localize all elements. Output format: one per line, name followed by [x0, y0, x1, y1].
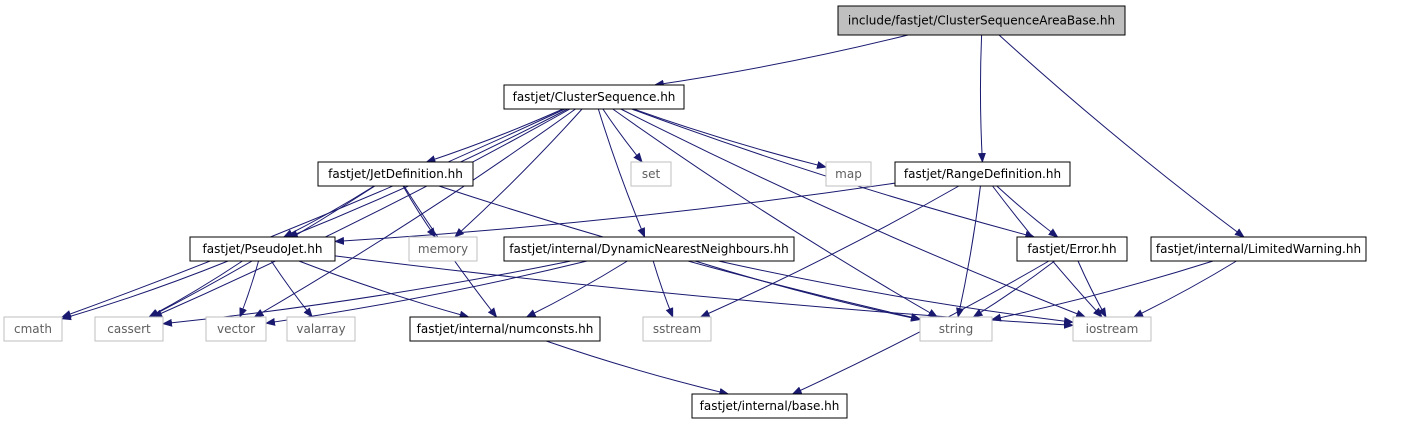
node-pj-box: [189, 236, 336, 262]
edge-pj-to-iostream: [334, 255, 1074, 329]
node-jetdef[interactable]: fastjet/JetDefinition.hh: [317, 161, 474, 187]
node-valarray: valarray: [286, 316, 356, 342]
node-string-box: [919, 316, 993, 342]
edge-lw-to-string: [991, 260, 1214, 322]
node-base-label: fastjet/internal/base.hh: [700, 399, 840, 413]
node-sstream-label: sstream: [653, 322, 701, 336]
node-iostream-label: iostream: [1086, 322, 1139, 336]
edge-pj-to-numc: [298, 260, 470, 319]
node-map-box: [825, 161, 872, 187]
edge-pj-to-cassert: [148, 260, 243, 318]
edge-dnn-to-vector: [265, 260, 588, 326]
edge-dnn-to-iostream: [718, 260, 1074, 326]
edge-root-to-cs: [653, 34, 909, 88]
edge-cs-to-dnn: [597, 108, 646, 238]
edge-rangedef-to-pj: [334, 182, 896, 245]
node-cassert: cassert: [94, 316, 164, 342]
node-iostream-box: [1072, 316, 1152, 342]
node-iostream: iostream: [1072, 316, 1152, 342]
node-map: map: [825, 161, 872, 187]
nodes: include/fastjet/ClusterSequenceAreaBase.…: [3, 5, 1367, 419]
node-rangedef-label: fastjet/RangeDefinition.hh: [904, 167, 1061, 181]
node-numc[interactable]: fastjet/internal/numconsts.hh: [409, 316, 601, 342]
node-cassert-label: cassert: [107, 322, 151, 336]
edge-cs-to-vector: [253, 108, 576, 318]
node-map-label: map: [835, 167, 862, 181]
node-dnn[interactable]: fastjet/internal/DynamicNearestNeighbour…: [503, 236, 795, 262]
node-valarray-box: [286, 316, 356, 342]
node-memory-label: memory: [418, 242, 468, 256]
node-lw[interactable]: fastjet/internal/LimitedWarning.hh: [1150, 236, 1367, 262]
edge-cs-to-cmath: [61, 108, 566, 318]
node-numc-label: fastjet/internal/numconsts.hh: [417, 322, 594, 336]
node-root-box: [837, 5, 1126, 36]
node-root[interactable]: include/fastjet/ClusterSequenceAreaBase.…: [837, 5, 1126, 36]
node-set-label: set: [642, 167, 661, 181]
edge-numc-to-base: [546, 340, 730, 396]
node-valarray-label: valarray: [296, 322, 345, 336]
node-pj[interactable]: fastjet/PseudoJet.hh: [189, 236, 336, 262]
node-memory: memory: [408, 236, 478, 262]
edge-err-to-string: [972, 260, 1055, 318]
node-cassert-box: [94, 316, 164, 342]
node-memory-box: [408, 236, 478, 262]
node-string-label: string: [939, 322, 973, 336]
edge-root-to-lw: [998, 34, 1245, 238]
edge-dnn-to-cassert: [162, 260, 572, 327]
node-base[interactable]: fastjet/internal/base.hh: [691, 393, 848, 419]
node-sstream: sstream: [642, 316, 712, 342]
node-root-label: include/fastjet/ClusterSequenceAreaBase.…: [848, 14, 1115, 28]
node-cs-label: fastjet/ClusterSequence.hh: [513, 90, 676, 104]
node-rangedef[interactable]: fastjet/RangeDefinition.hh: [894, 161, 1071, 187]
edge-dnn-to-sstream: [652, 260, 674, 318]
edge-jetdef-to-memory: [402, 185, 436, 238]
node-cs-box: [503, 84, 685, 110]
edge-pj-to-vector: [239, 260, 260, 318]
node-cmath-label: cmath: [14, 322, 52, 336]
edge-dnn-to-string: [694, 260, 921, 322]
edge-jetdef-to-pj: [282, 185, 375, 238]
edge-cs-to-string: [612, 108, 939, 318]
node-err-label: fastjet/Error.hh: [1027, 242, 1116, 256]
edge-cs-to-jetdef: [425, 108, 564, 163]
node-vector: vector: [205, 316, 267, 342]
node-vector-label: vector: [217, 322, 255, 336]
node-base-box: [691, 393, 848, 419]
node-numc-box: [409, 316, 601, 342]
node-set-box: [630, 161, 672, 187]
node-jetdef-label: fastjet/JetDefinition.hh: [328, 167, 463, 181]
node-dnn-box: [503, 236, 795, 262]
edge-root-to-rangedef: [977, 34, 986, 163]
node-cmath: cmath: [3, 316, 63, 342]
node-vector-box: [205, 316, 267, 342]
edge-rangedef-to-sstream: [699, 185, 960, 318]
edge-rangedef-to-err: [996, 185, 1059, 238]
node-lw-box: [1150, 236, 1367, 262]
node-err-box: [1016, 236, 1128, 262]
node-cs[interactable]: fastjet/ClusterSequence.hh: [503, 84, 685, 110]
edge-cs-to-iostream: [620, 108, 1087, 318]
node-rangedef-box: [894, 161, 1071, 187]
node-pj-label: fastjet/PseudoJet.hh: [203, 242, 323, 256]
edge-lw-to-iostream: [1133, 260, 1237, 318]
node-set: set: [630, 161, 672, 187]
edge-err-to-iostream: [1077, 260, 1107, 318]
node-dnn-label: fastjet/internal/DynamicNearestNeighbour…: [509, 242, 788, 256]
node-sstream-box: [642, 316, 712, 342]
node-lw-label: fastjet/internal/LimitedWarning.hh: [1156, 242, 1361, 256]
node-cmath-box: [3, 316, 63, 342]
edge-cs-to-cassert: [152, 108, 571, 318]
node-string: string: [919, 316, 993, 342]
edge-cs-to-map: [633, 108, 827, 169]
node-jetdef-box: [317, 161, 474, 187]
node-err[interactable]: fastjet/Error.hh: [1016, 236, 1128, 262]
edge-dnn-to-numc: [525, 260, 628, 318]
edge-pj-to-valarray: [270, 260, 313, 318]
edge-pj-to-cmath: [61, 260, 229, 321]
edge-rangedef-to-string: [956, 185, 981, 318]
edge-cs-to-memory: [454, 108, 583, 238]
edge-cs-to-set: [602, 108, 643, 163]
